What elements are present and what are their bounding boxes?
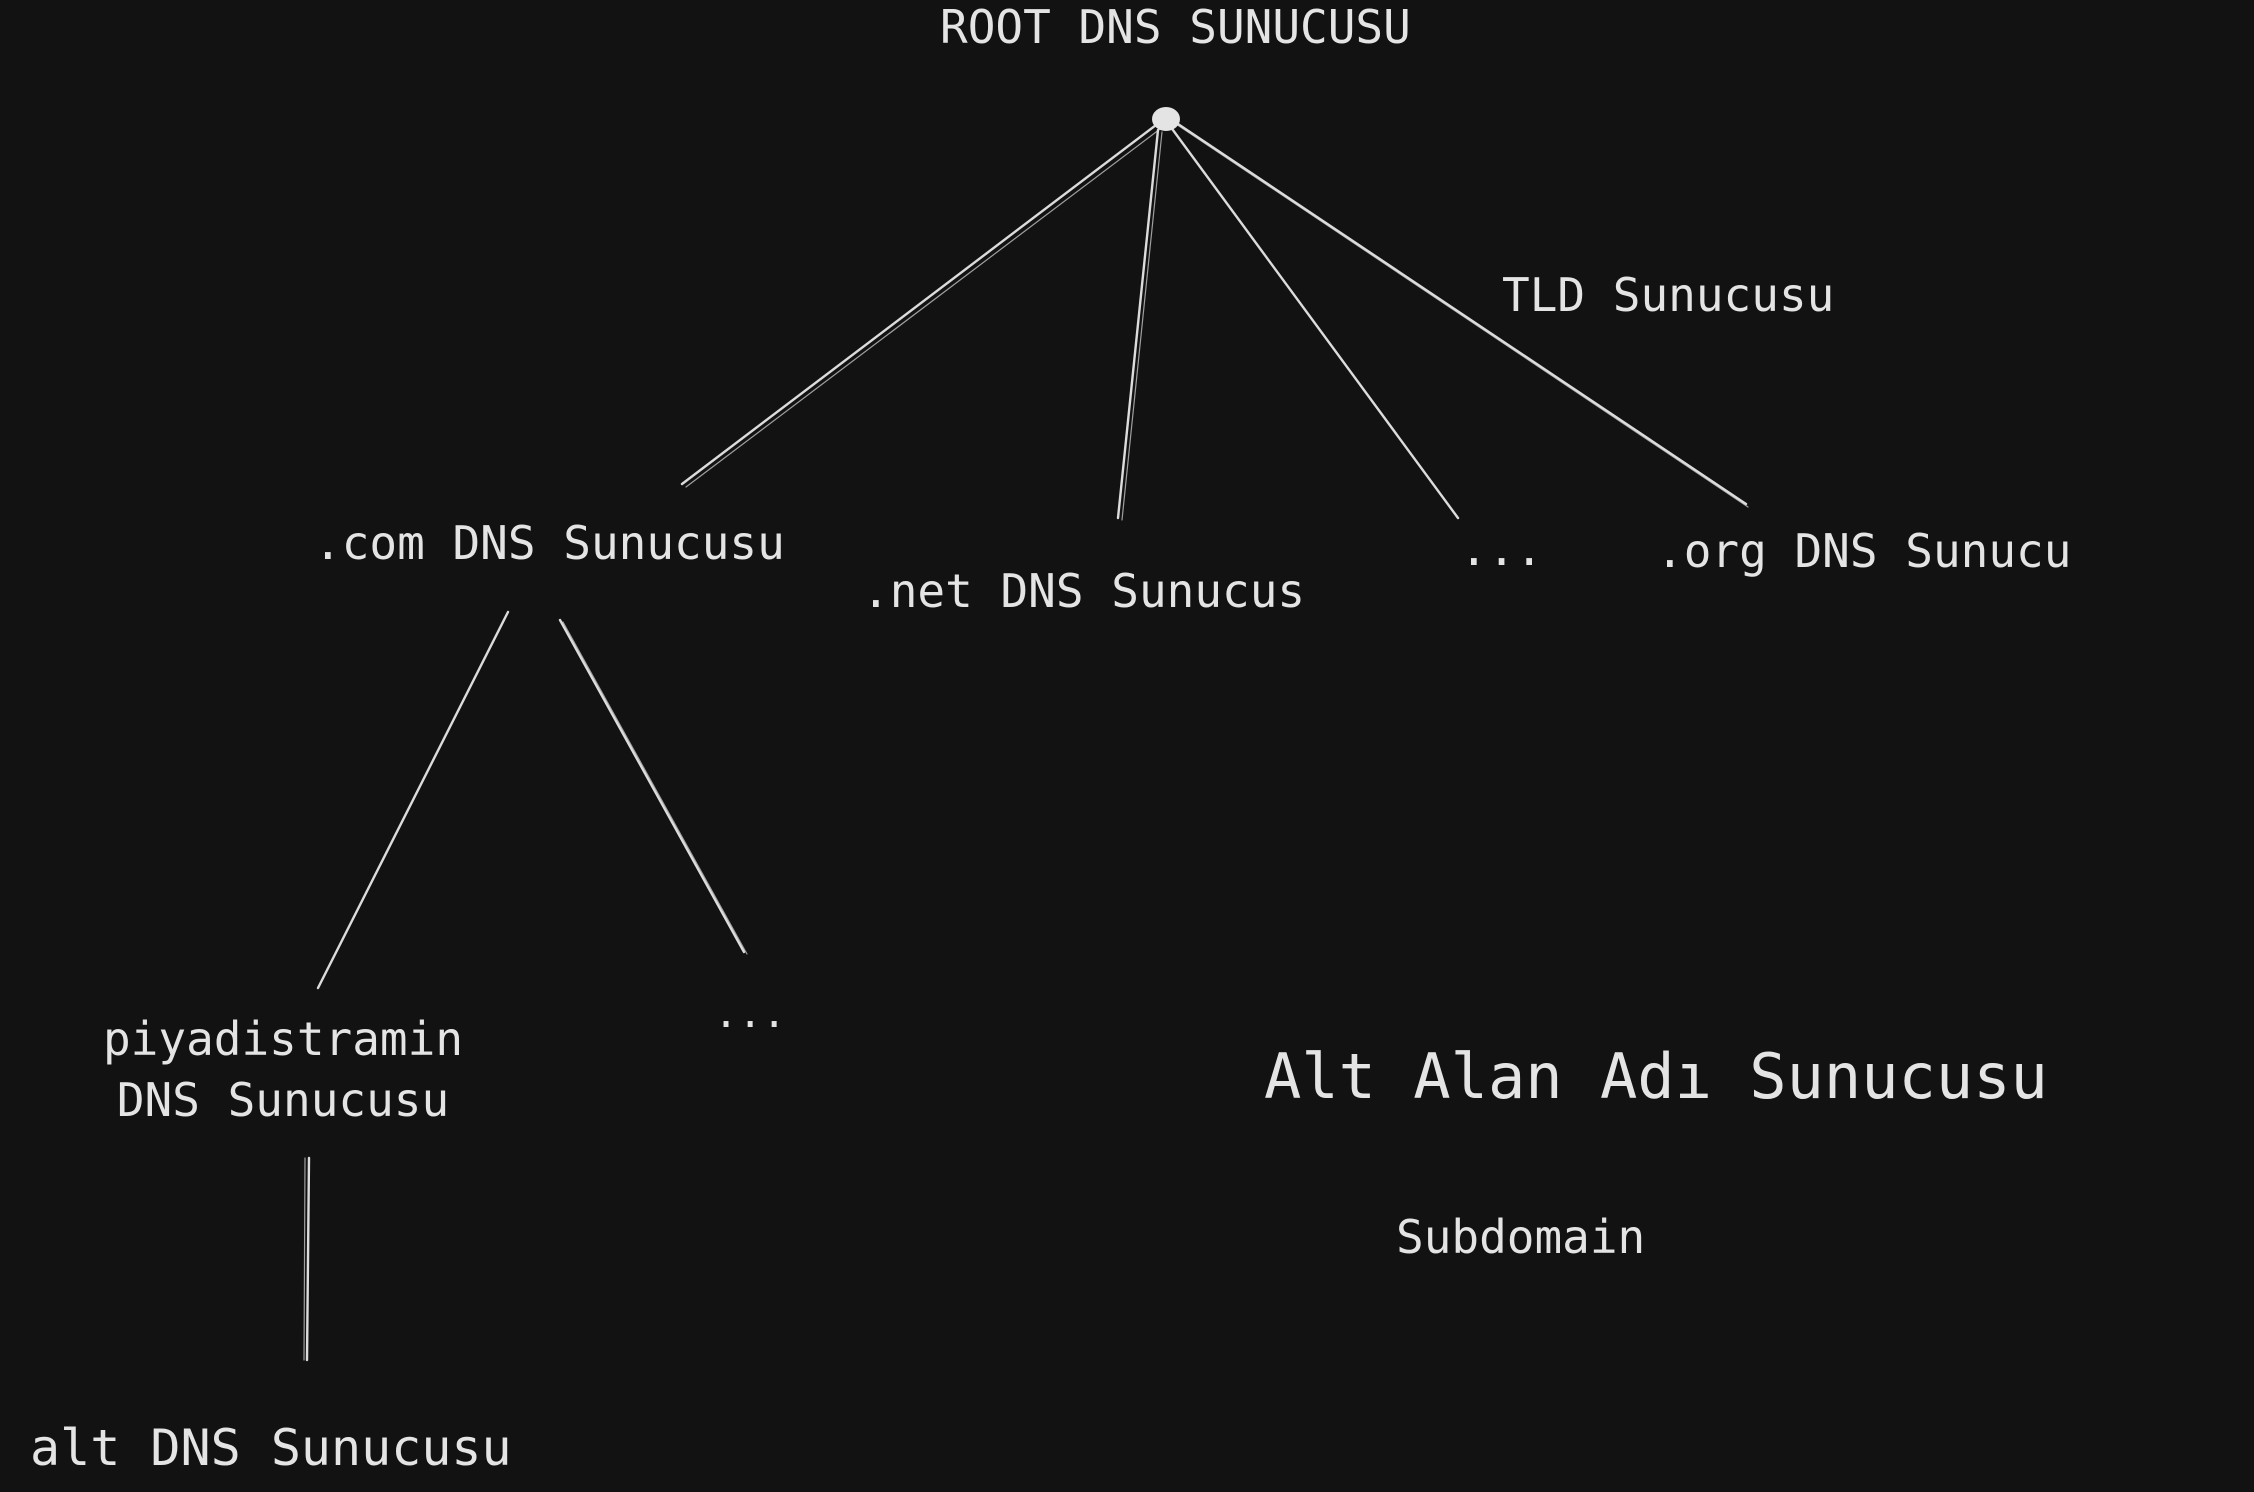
edge-root-net [1116, 128, 1160, 520]
edges [303, 118, 1749, 1362]
subdomain-title: Alt Alan Adı Sunucusu [1264, 1040, 2048, 1113]
edge-com-ellipsis-stroke [562, 621, 748, 955]
edge-com-ellipsis [558, 618, 746, 954]
tld-ellipsis: ... [1460, 522, 1544, 576]
org-dns-label: .org DNS Sunucu [1656, 524, 2072, 578]
root-dns-label: ROOT DNS SUNUCUSU [940, 0, 1411, 54]
alt-dns-label: alt DNS Sunucusu [30, 1419, 512, 1477]
edge-piyadistramin-alt-stroke [303, 1157, 306, 1361]
edge-root-net-stroke [1121, 131, 1163, 521]
edge-com-piyadistramin [316, 610, 510, 990]
piyadistramin-line1: piyadistramin [102, 1012, 464, 1066]
net-dns-label: .net DNS Sunucus [862, 564, 1306, 618]
edge-root-org-stroke [1175, 123, 1749, 508]
tld-caption: TLD Sunucusu [1502, 268, 1835, 322]
piyadistramin-dns-label: piyadistramin DNS Sunucusu [102, 1012, 464, 1128]
subdomain-caption: Subdomain [1396, 1210, 1646, 1264]
edge-root-com-stroke [685, 125, 1165, 488]
edge-root-com [680, 120, 1162, 486]
edge-root-org [1170, 118, 1748, 506]
edge-root-tld-ellipsis [1168, 124, 1460, 520]
piyadistramin-line2: DNS Sunucusu [116, 1073, 450, 1128]
edge-piyadistramin-alt [305, 1156, 311, 1362]
root-node-dot [1152, 107, 1180, 131]
com-dns-label: .com DNS Sunucusu [314, 516, 785, 570]
com-ellipsis: ... [714, 991, 787, 1037]
